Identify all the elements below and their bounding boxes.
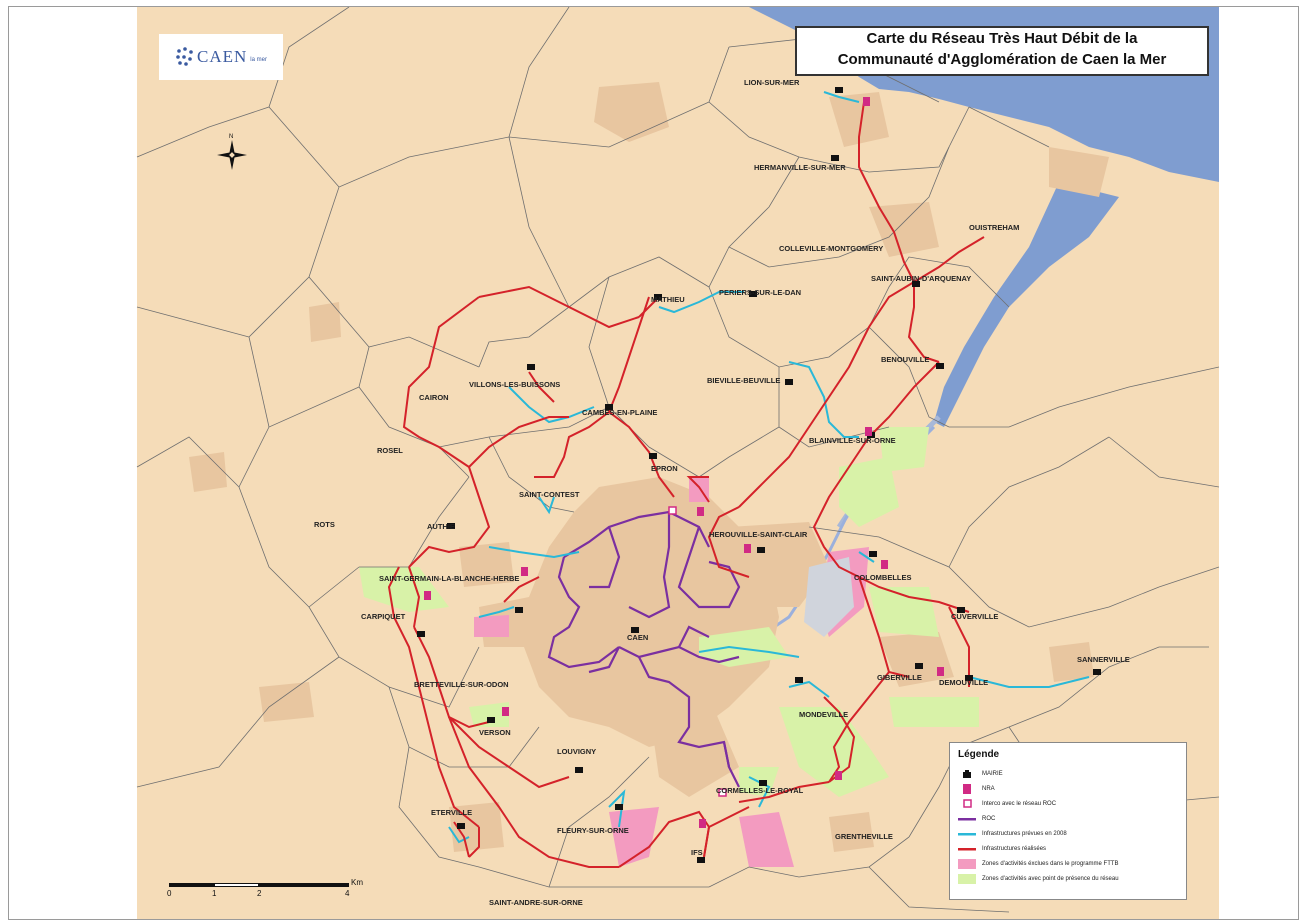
map-canvas[interactable]: LION-SUR-MER HERMANVILLE-SUR-MER OUISTRE… [9, 7, 1298, 919]
label-rots: ROTS [314, 520, 335, 529]
label-rosel: ROSEL [377, 446, 403, 455]
label-grentheville: GRENTHEVILLE [835, 832, 893, 841]
roc-network [547, 510, 741, 788]
label-colleville-montgomery: COLLEVILLE-MONTGOMERY [779, 244, 883, 253]
planned-line [958, 829, 976, 839]
label-authie: AUTHIE [427, 522, 455, 531]
logo-dots-icon [176, 47, 193, 66]
label-blainville-sur-orne: BLAINVILLE-SUR-ORNE [809, 436, 896, 445]
label-cuverville: CUVERVILLE [951, 612, 998, 621]
interco-markers [668, 506, 727, 797]
interco-icon [958, 799, 976, 809]
roc-line [958, 814, 976, 824]
realized-line [958, 844, 976, 854]
label-saint-aubin-d-arquenay: SAINT-AUBIN-D'ARQUENAY [871, 274, 971, 283]
legend-item-realized: Infrastructures réalisées [958, 841, 1178, 856]
label-epron: EPRON [651, 464, 678, 473]
label-mondeville: MONDEVILLE [799, 710, 848, 719]
scale-tick-2: 2 [257, 889, 262, 898]
label-caen: CAEN [627, 633, 648, 642]
scale-tick-0: 0 [167, 889, 172, 898]
label-hermanville-sur-mer: HERMANVILLE-SUR-MER [754, 163, 846, 172]
label-benouville: BENOUVILLE [881, 355, 929, 364]
label-cambes-en-plaine: CAMBES-EN-PLAINE [582, 408, 657, 417]
legend-item-nra: NRA [958, 781, 1178, 796]
map-title: Carte du Réseau Très Haut Débit de la Co… [795, 26, 1209, 76]
label-carpiquet: CARPIQUET [361, 612, 406, 621]
scale-tick-1: 1 [212, 889, 217, 898]
label-saint-germain-la-blanche-herbe: SAINT-GERMAIN-LA-BLANCHE-HERBE [379, 574, 519, 583]
label-louvigny: LOUVIGNY [557, 747, 596, 756]
legend-title: Légende [958, 749, 1000, 760]
fttb-zone-swatch [958, 858, 976, 869]
title-line-1: Carte du Réseau Très Haut Débit de la [866, 30, 1138, 47]
industrial-zone [804, 557, 854, 637]
legend-item-mairie: MAIRIE [958, 766, 1178, 781]
legend-item-interco: Interco avec le réseau ROC [958, 796, 1178, 811]
logo-suffix: la mer [250, 57, 267, 63]
title-line-2: Communauté d'Agglomération de Caen la Me… [837, 51, 1167, 68]
label-ouistreham: OUISTREHAM [969, 223, 1019, 232]
label-saint-andre-sur-orne: SAINT-ANDRE-SUR-ORNE [489, 898, 583, 907]
legend-panel: Légende MAIRIE NRA Interco avec le résea… [949, 742, 1187, 900]
scale-bar: 0 1 2 4 Km [161, 878, 363, 913]
planned-network [448, 91, 1090, 844]
label-periers-sur-le-dan: PERIERS-SUR-LE-DAN [719, 288, 801, 297]
label-cormelles-le-royal: CORMELLES-LE-ROYAL [716, 786, 804, 795]
nra-markers [424, 97, 944, 828]
network-zone-swatch [958, 873, 976, 884]
legend-item-roc: ROC [958, 811, 1178, 826]
label-verson: VERSON [479, 728, 511, 737]
legend-item-planned: Infrastructures prévues en 2008 [958, 826, 1178, 841]
label-villons-les-buissons: VILLONS-LES-BUISSONS [469, 380, 560, 389]
label-eterville: ETERVILLE [431, 808, 472, 817]
label-bieville-beuville: BIEVILLE-BEUVILLE [707, 376, 780, 385]
town-hall-icon [958, 769, 976, 779]
label-demouville: DEMOUVILLE [939, 678, 988, 687]
legend-item-fttb-zone: Zones d'activités éxclues dans le progra… [958, 856, 1178, 871]
north-arrow-icon: N [217, 134, 247, 170]
scale-tick-4: 4 [345, 889, 350, 898]
label-giberville: GIBERVILLE [877, 673, 922, 682]
map-frame: LION-SUR-MER HERMANVILLE-SUR-MER OUISTRE… [8, 6, 1299, 920]
place-labels: LION-SUR-MER HERMANVILLE-SUR-MER OUISTRE… [314, 78, 1130, 907]
caen-la-mer-logo: CAEN la mer [159, 34, 283, 80]
label-mathieu: MATHIEU [651, 295, 685, 304]
estuary [934, 182, 1119, 427]
scale-unit: Km [351, 878, 363, 887]
label-sannerville: SANNERVILLE [1077, 655, 1130, 664]
town-hall-markers [417, 87, 1101, 863]
label-colombelles: COLOMBELLES [854, 573, 912, 582]
label-cairon: CAIRON [419, 393, 449, 402]
label-herouville-saint-clair: HEROUVILLE-SAINT-CLAIR [709, 530, 808, 539]
north-label: N [229, 134, 233, 140]
label-bretteville-sur-odon: BRETTEVILLE-SUR-ODON [414, 680, 509, 689]
label-fleury-sur-orne: FLEURY-SUR-ORNE [557, 826, 629, 835]
urban-areas [189, 82, 1109, 852]
label-lion-sur-mer: LION-SUR-MER [744, 78, 800, 87]
label-ifs: IFS [691, 848, 703, 857]
legend-item-network-zone: Zones d'activités avec point de présence… [958, 871, 1178, 886]
realized-network [387, 101, 985, 868]
label-saint-contest: SAINT-CONTEST [519, 490, 580, 499]
logo-text: CAEN [197, 47, 248, 66]
nra-icon [958, 783, 976, 794]
